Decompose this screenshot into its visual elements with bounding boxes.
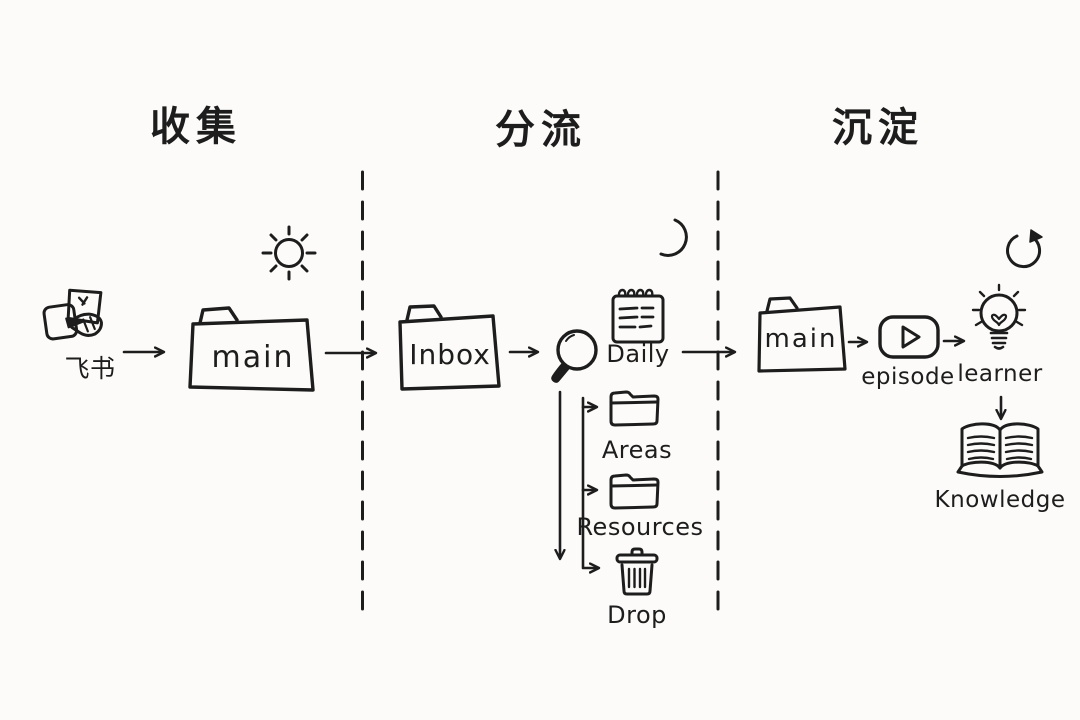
trash-icon [615, 547, 659, 596]
magnifier-icon [551, 329, 598, 383]
folder-label: main [211, 340, 295, 375]
lightbulb-icon [971, 283, 1027, 350]
areas-label: Areas [601, 436, 673, 464]
open-book-icon [956, 422, 1044, 478]
resources-label: Resources [576, 513, 704, 541]
folder-icon [757, 296, 847, 373]
main-folder-settle: main [751, 293, 851, 377]
feishu-logo-icon [42, 288, 103, 341]
play-icon [878, 315, 940, 359]
drop-label: Drop [607, 601, 667, 629]
feishu-label: 飞书 [64, 354, 116, 383]
inbox-folder: Inbox [391, 298, 509, 396]
section-title-collect: 收集 [150, 104, 242, 150]
refresh-icon [1006, 229, 1043, 269]
section-title-settle: 沉淀 [832, 105, 924, 151]
folder-icon [188, 306, 315, 392]
episode-label: episode [861, 364, 955, 390]
folder-label: main [764, 324, 838, 354]
knowledge-label: Knowledge [934, 487, 1066, 513]
section-title-triage: 分流 [495, 107, 587, 153]
sun-icon [261, 225, 317, 281]
areas-folder-icon [609, 390, 660, 427]
daily-label: Daily [606, 340, 670, 368]
moon-icon [659, 218, 688, 257]
learner-label: learner [957, 361, 1043, 387]
notepad-icon [611, 288, 665, 344]
folder-label: Inbox [409, 338, 491, 371]
resources-folder-icon [609, 473, 660, 510]
branch-spine-to-drop [581, 396, 598, 568]
main-folder-collect: main [183, 303, 323, 395]
folder-icon [398, 304, 501, 391]
